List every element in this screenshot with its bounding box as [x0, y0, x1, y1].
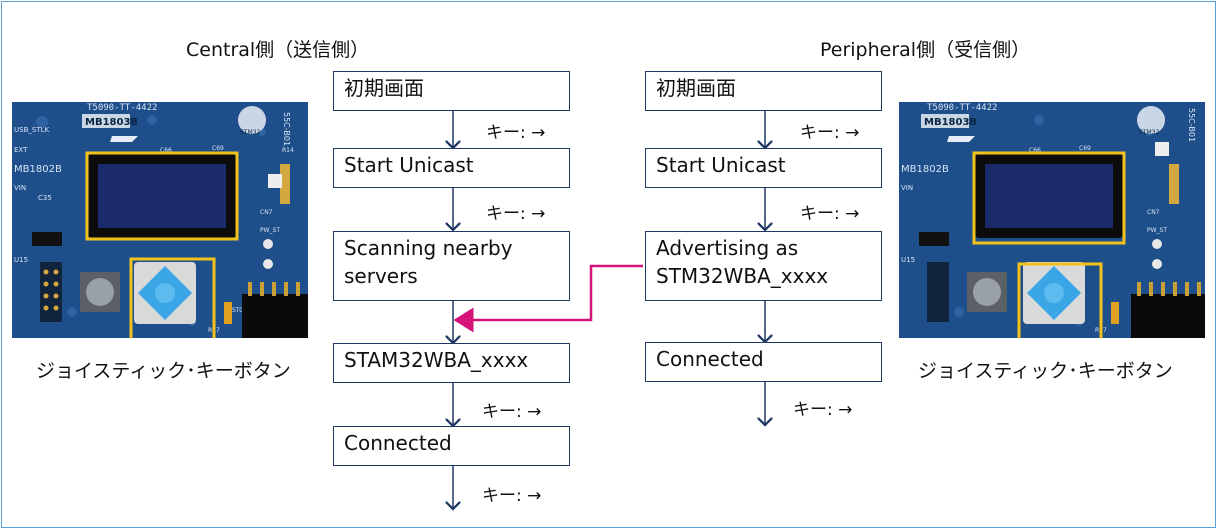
joystick-highlight-left [129, 257, 216, 338]
peripheral-step-2: Start Unicast [645, 148, 882, 188]
board-caption-right: ジョイスティック･キーボタン [918, 360, 1173, 382]
central-heading: Central側（送信側） [186, 39, 370, 61]
svg-text:T5090-TT-4422: T5090-TT-4422 [927, 103, 997, 113]
peripheral-heading: Peripheral側（受信側） [820, 39, 1031, 61]
peripheral-key-1: キー: → [800, 123, 860, 143]
svg-text:MB1803B: MB1803B [85, 117, 138, 128]
display-highlight-left [85, 151, 239, 241]
svg-text:VIN: VIN [14, 184, 26, 192]
svg-text:C66: C66 [160, 147, 172, 154]
svg-text:EXT: EXT [14, 146, 28, 154]
svg-text:C69: C69 [212, 145, 224, 152]
svg-text:MB1803B: MB1803B [924, 117, 977, 128]
svg-text:U15: U15 [14, 256, 28, 264]
peripheral-step-3: Advertising as STM32WBA_xxxx [645, 231, 882, 301]
svg-text:PW_ST: PW_ST [260, 227, 280, 234]
central-step-2: Start Unicast [333, 148, 570, 188]
display-highlight-right [972, 151, 1126, 245]
svg-text:MB1802B: MB1802B [14, 164, 62, 175]
central-step-3: Scanning nearby servers [333, 231, 570, 301]
central-key-4: キー: → [482, 486, 542, 506]
svg-text:STM32: STM32 [1139, 129, 1159, 136]
svg-text:STCK: STCK [232, 307, 248, 314]
central-step-4: STAM32WBA_xxxx [333, 343, 570, 383]
svg-text:R14: R14 [282, 147, 294, 154]
peripheral-key-2: キー: → [800, 204, 860, 224]
svg-text:MB1802B: MB1802B [901, 164, 949, 175]
central-key-2: キー: → [486, 204, 546, 224]
svg-text:55C-B01: 55C-B01 [1187, 108, 1196, 142]
central-step-5: Connected [333, 426, 570, 466]
svg-text:STM32: STM32 [240, 129, 260, 136]
board-right-drawing: T5090-TT-4422 MB1803B STM32 55C-B01 MB18… [899, 102, 1205, 338]
peripheral-step-1: 初期画面 [645, 71, 882, 111]
svg-text:VIN: VIN [901, 184, 913, 192]
svg-text:CN7: CN7 [260, 209, 273, 216]
svg-text:55C-B01: 55C-B01 [282, 112, 291, 146]
peripheral-step-3-text: Advertising as STM32WBA_xxxx [656, 236, 829, 288]
central-step-1: 初期画面 [333, 71, 570, 111]
board-photo-left: T5090-TT-4422 MB1803B STM32 55C-B01 MB18… [12, 102, 308, 338]
svg-text:U15: U15 [901, 256, 915, 264]
svg-text:T5090-TT-4422: T5090-TT-4422 [87, 103, 157, 113]
board-left-drawing: T5090-TT-4422 MB1803B STM32 55C-B01 MB18… [12, 102, 308, 338]
joystick-highlight-right [1017, 262, 1103, 338]
svg-text:C35: C35 [38, 194, 52, 202]
board-photo-right: T5090-TT-4422 MB1803B STM32 55C-B01 MB18… [899, 102, 1205, 338]
central-key-1: キー: → [486, 123, 546, 143]
peripheral-key-3: キー: → [793, 400, 853, 420]
svg-text:C66: C66 [1029, 147, 1041, 154]
peripheral-step-4: Connected [645, 342, 882, 382]
board-caption-left: ジョイスティック･キーボタン [36, 360, 291, 382]
central-step-3-text: Scanning nearby servers [344, 236, 513, 288]
advertise-link-arrow [453, 264, 643, 333]
central-key-3: キー: → [482, 402, 542, 422]
svg-text:CN7: CN7 [1147, 209, 1160, 216]
svg-text:PW_ST: PW_ST [1147, 227, 1167, 234]
svg-text:USB_STLK: USB_STLK [14, 126, 49, 134]
svg-text:C69: C69 [1079, 145, 1091, 152]
